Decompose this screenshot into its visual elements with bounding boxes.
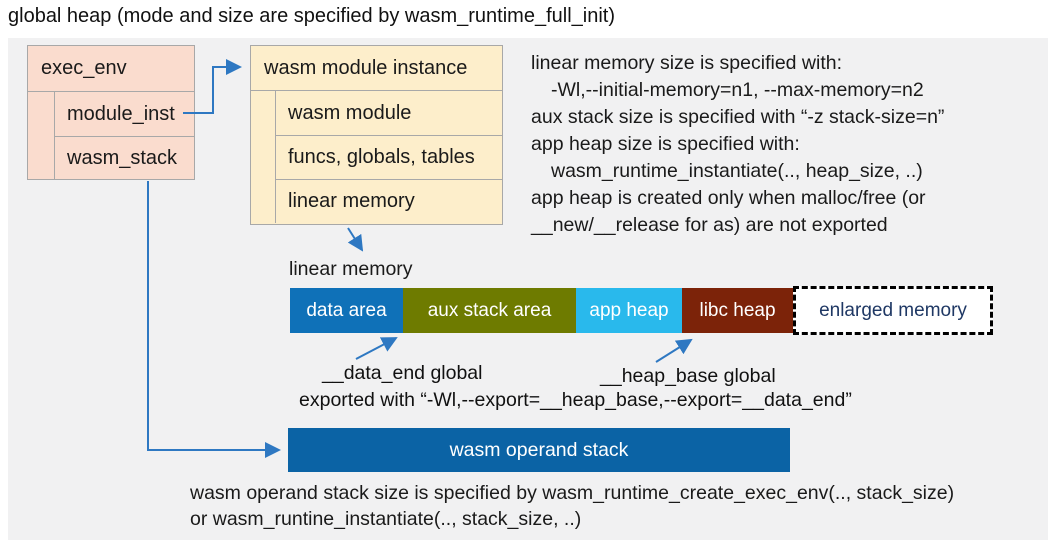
module-instance-row-wasm-module: wasm module [275, 91, 502, 135]
note-line: __new/__release for as) are not exported [531, 214, 888, 236]
segment-enlarged-memory: enlarged memory [793, 286, 993, 335]
module-instance-box: wasm module instance wasm module funcs, … [250, 45, 503, 225]
note-line: -Wl,--initial-memory=n1, --max-memory=n2 [551, 79, 924, 101]
linear-memory-bar: data area aux stack area app heap libc h… [290, 286, 993, 335]
module-instance-rows: wasm module funcs, globals, tables linea… [275, 91, 502, 223]
segment-aux-stack-area: aux stack area [403, 288, 576, 333]
note-line: aux stack size is specified with “-z sta… [531, 106, 945, 128]
exported-with-label: exported with “-Wl,--export=__heap_base,… [299, 389, 852, 411]
linear-memory-label: linear memory [289, 258, 413, 280]
diagram-title: global heap (mode and size are specified… [8, 5, 615, 27]
operand-stack-note-line2: or wasm_runtine_instantiate(.., stack_si… [190, 507, 582, 530]
segment-app-heap: app heap [576, 288, 682, 333]
exec-env-box: exec_env module_inst wasm_stack [27, 45, 195, 180]
operand-stack-note: wasm operand stack size is specified by … [190, 481, 1040, 532]
data-end-global-label: __data_end global [322, 362, 483, 384]
module-instance-row-linear-memory: linear memory [275, 179, 502, 223]
wasm-operand-stack-box: wasm operand stack [288, 428, 790, 472]
memory-size-notes: linear memory size is specified with: -W… [531, 50, 1046, 239]
segment-libc-heap: libc heap [682, 288, 793, 333]
exec-env-title: exec_env [28, 46, 194, 92]
segment-data-area: data area [290, 288, 403, 333]
note-line: app heap is created only when malloc/fre… [531, 187, 926, 209]
exec-env-row-module-inst: module_inst [54, 92, 194, 136]
note-line: linear memory size is specified with: [531, 52, 843, 74]
note-line: app heap size is specified with: [531, 133, 800, 155]
exec-env-rows: module_inst wasm_stack [54, 92, 194, 180]
exec-env-row-wasm-stack: wasm_stack [54, 136, 194, 180]
operand-stack-note-line1: wasm operand stack size is specified by … [190, 482, 955, 504]
module-instance-row-funcs-globals-tables: funcs, globals, tables [275, 135, 502, 179]
module-instance-title: wasm module instance [251, 46, 502, 91]
note-line: wasm_runtime_instantiate(.., heap_size, … [551, 160, 923, 182]
heap-base-global-label: __heap_base global [600, 365, 776, 387]
